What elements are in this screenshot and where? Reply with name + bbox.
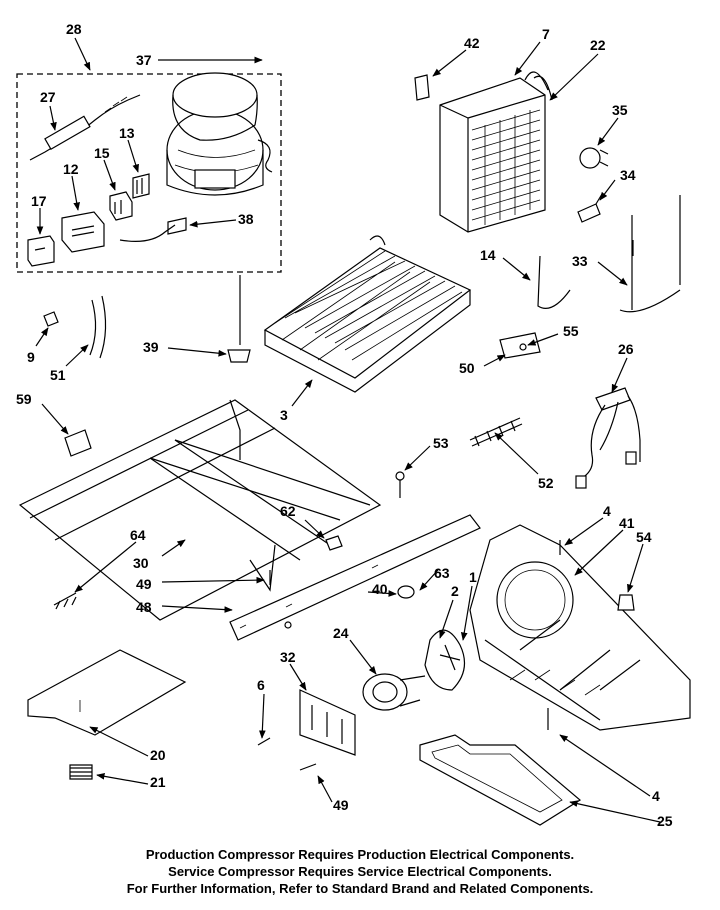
fan-blade	[424, 629, 466, 691]
screw-49-lower	[299, 763, 317, 771]
callout-24: 24	[333, 625, 349, 641]
evaporator	[439, 71, 553, 233]
callout-25: 25	[657, 813, 673, 829]
callout-53: 53	[433, 435, 449, 451]
washer-40	[284, 621, 292, 629]
callout-37: 37	[136, 52, 152, 68]
tube-51	[89, 295, 107, 359]
drain-pan	[419, 734, 582, 826]
callout-34: 34	[620, 167, 636, 183]
callout-9: 9	[27, 349, 35, 365]
callout-27: 27	[40, 89, 56, 105]
callout-52: 52	[538, 475, 554, 491]
callout-2: 2	[451, 583, 459, 599]
callout-51: 51	[50, 367, 66, 383]
wire-harness-38	[119, 217, 187, 242]
callout-38: 38	[238, 211, 254, 227]
callout-28: 28	[66, 21, 82, 37]
callout-32: 32	[280, 649, 296, 665]
overload-protector	[29, 94, 141, 161]
part-52	[469, 417, 523, 447]
callout-40: 40	[372, 581, 388, 597]
heater-clip	[577, 193, 603, 223]
callout-39: 39	[143, 339, 159, 355]
grommet-9	[43, 311, 59, 327]
footer-note-3: For Further Information, Refer to Standa…	[126, 881, 594, 896]
condenser-fan-motor	[362, 673, 426, 711]
spring-64	[53, 592, 77, 610]
base-rail	[229, 514, 481, 641]
start-relay	[61, 211, 105, 253]
grommet-39	[227, 349, 251, 363]
callout-62: 62	[280, 503, 296, 519]
spacer-62	[325, 535, 343, 551]
callout-54: 54	[636, 529, 652, 545]
cap-54	[617, 594, 635, 611]
callout-35: 35	[612, 102, 628, 118]
start-relay-clip	[132, 173, 150, 199]
fan-shroud	[469, 524, 691, 731]
relay-cover	[109, 191, 133, 221]
drain-heater-wire	[537, 255, 571, 309]
callout-30: 30	[133, 555, 149, 571]
callout-63: 63	[434, 565, 450, 581]
wire-harness-26	[575, 387, 641, 489]
screw-head-53	[395, 471, 405, 481]
callout-21: 21	[150, 774, 166, 790]
spring-21	[69, 764, 93, 780]
compressor-kit-box	[16, 73, 282, 273]
callout-15: 15	[94, 145, 110, 161]
condenser-coil	[263, 235, 472, 393]
callout-50: 50	[459, 360, 475, 376]
screw-6	[257, 737, 271, 746]
callout-4-upper: 4	[603, 503, 611, 519]
thermostat-bracket	[579, 147, 609, 169]
evaporator-clip	[414, 74, 430, 101]
nut-63	[397, 585, 415, 599]
capacitor	[27, 235, 55, 267]
compressor	[166, 72, 273, 196]
callout-42: 42	[464, 35, 480, 51]
callout-7: 7	[542, 26, 550, 42]
callout-14: 14	[480, 247, 496, 263]
footer-note-1: Production Compressor Requires Productio…	[145, 847, 575, 862]
insulation-pad	[27, 649, 187, 736]
defrost-terminator	[619, 195, 681, 313]
callout-13: 13	[119, 125, 135, 141]
callout-48: 48	[136, 599, 152, 615]
callout-49-lower: 49	[333, 797, 349, 813]
callout-1: 1	[469, 569, 477, 585]
callout-55: 55	[563, 323, 579, 339]
motor-bracket	[299, 689, 356, 756]
callout-64: 64	[130, 527, 146, 543]
callout-49-upper: 49	[136, 576, 152, 592]
screws-4	[547, 540, 561, 730]
screw-55	[519, 343, 527, 351]
callout-3: 3	[280, 407, 288, 423]
rail-holes	[239, 564, 379, 629]
callout-41: 41	[619, 515, 635, 531]
footer-note-2: Service Compressor Requires Service Elec…	[168, 864, 552, 879]
callout-4-lower: 4	[652, 788, 660, 804]
callout-leaders	[35, 37, 661, 823]
callout-26: 26	[618, 341, 634, 357]
base-frame	[18, 399, 382, 621]
callout-20: 20	[150, 747, 166, 763]
clip-59	[64, 429, 92, 457]
drain-pan-inner	[431, 744, 563, 813]
callout-17: 17	[31, 193, 47, 209]
callout-59: 59	[16, 391, 32, 407]
callout-12: 12	[63, 161, 79, 177]
callout-22: 22	[590, 37, 606, 53]
callout-33: 33	[572, 253, 588, 269]
callout-6: 6	[257, 677, 265, 693]
